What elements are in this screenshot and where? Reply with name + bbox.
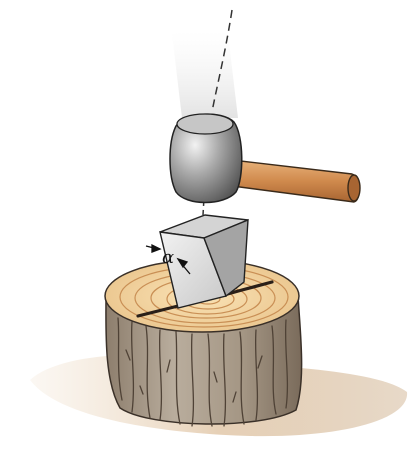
motion-blur-trail-icon [172,31,238,118]
hammer-icon [170,114,360,203]
angle-alpha-label: α [162,247,174,268]
